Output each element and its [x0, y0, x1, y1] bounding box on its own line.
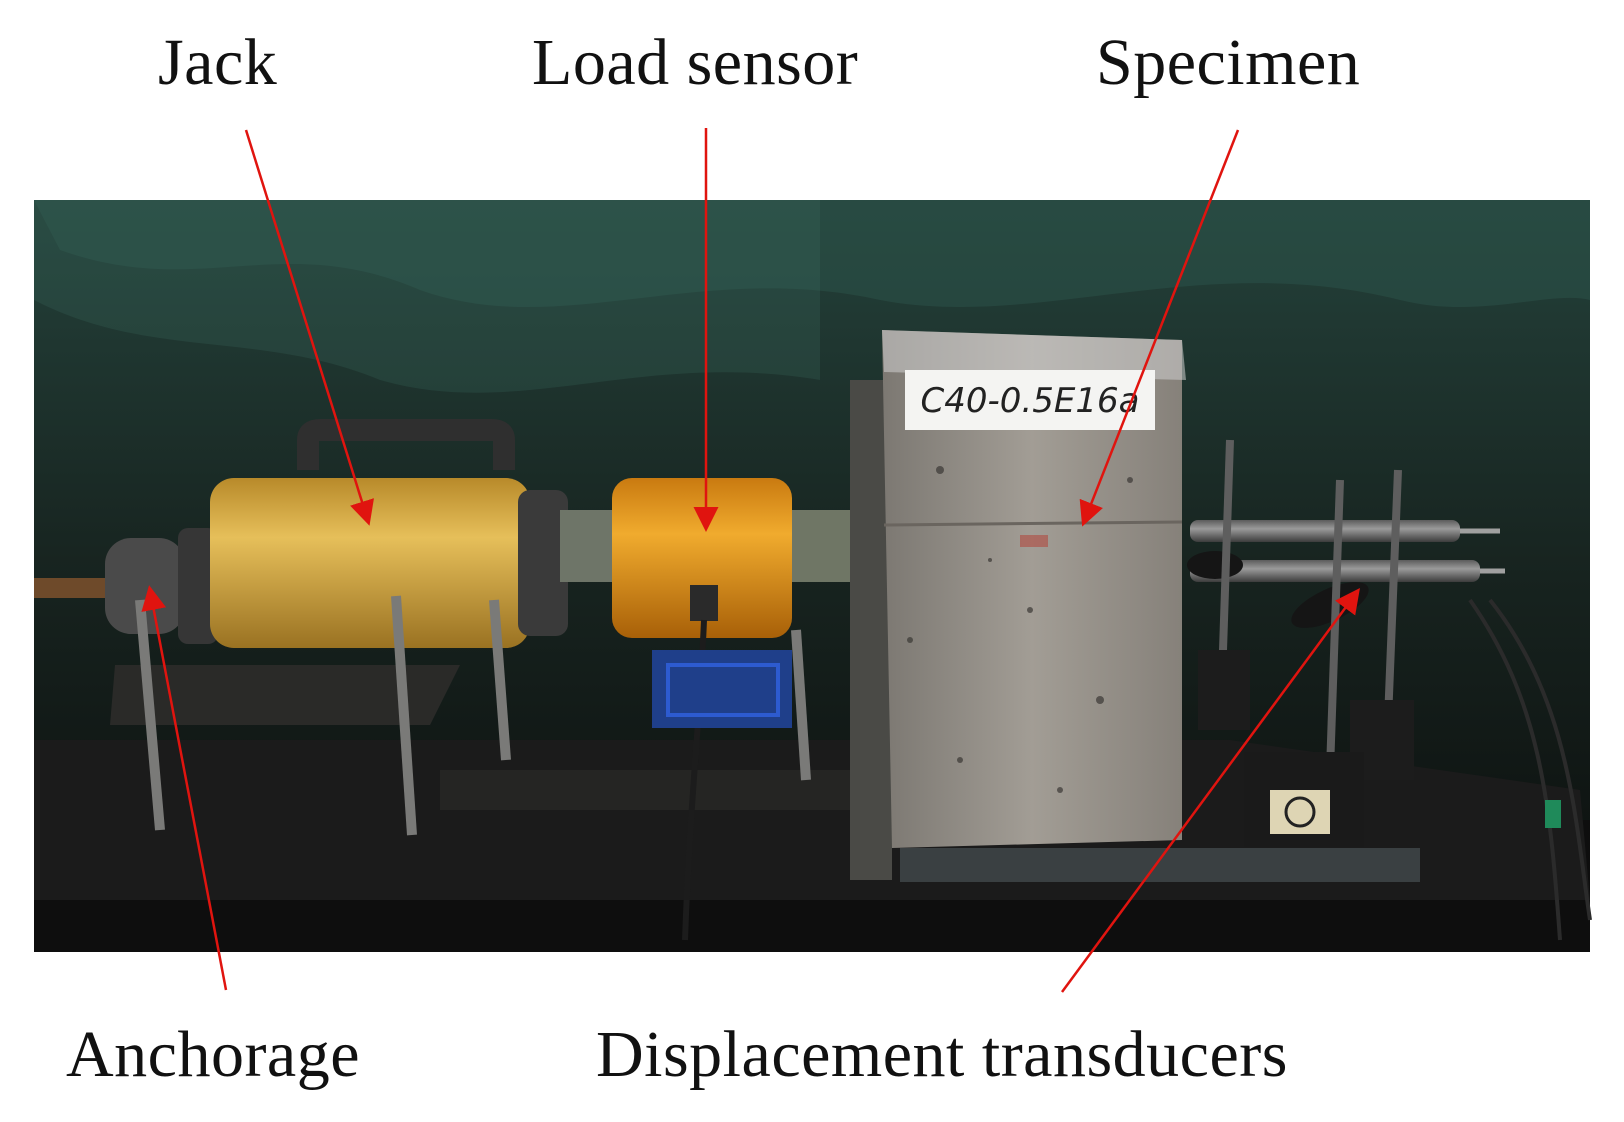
- load-sensor: [612, 478, 792, 941]
- specimen-label: Specimen: [1096, 26, 1361, 99]
- displacement-transducers-arrow: [1060, 587, 1360, 993]
- anchorage-label: Anchorage: [66, 1018, 361, 1091]
- specimen-tag-text: C40-0.5E16a: [921, 381, 1140, 421]
- jack: [210, 419, 568, 648]
- displacement-transducers-label: Displacement transducers: [596, 1018, 1288, 1091]
- jack-arrow: [244, 129, 374, 526]
- jack-label: Jack: [158, 26, 278, 99]
- annotation-arrows: [141, 128, 1360, 993]
- load-sensor-label: Load sensor: [532, 26, 859, 99]
- anchorage-arrow: [141, 585, 228, 991]
- photo: C40-0.5E16a: [34, 200, 1592, 952]
- specimen-arrow: [1079, 129, 1240, 527]
- specimen: C40-0.5E16a: [882, 330, 1186, 848]
- specimen-tag: [905, 370, 1155, 430]
- anchorage: [105, 528, 218, 644]
- displacement-transducers: [1187, 439, 1592, 941]
